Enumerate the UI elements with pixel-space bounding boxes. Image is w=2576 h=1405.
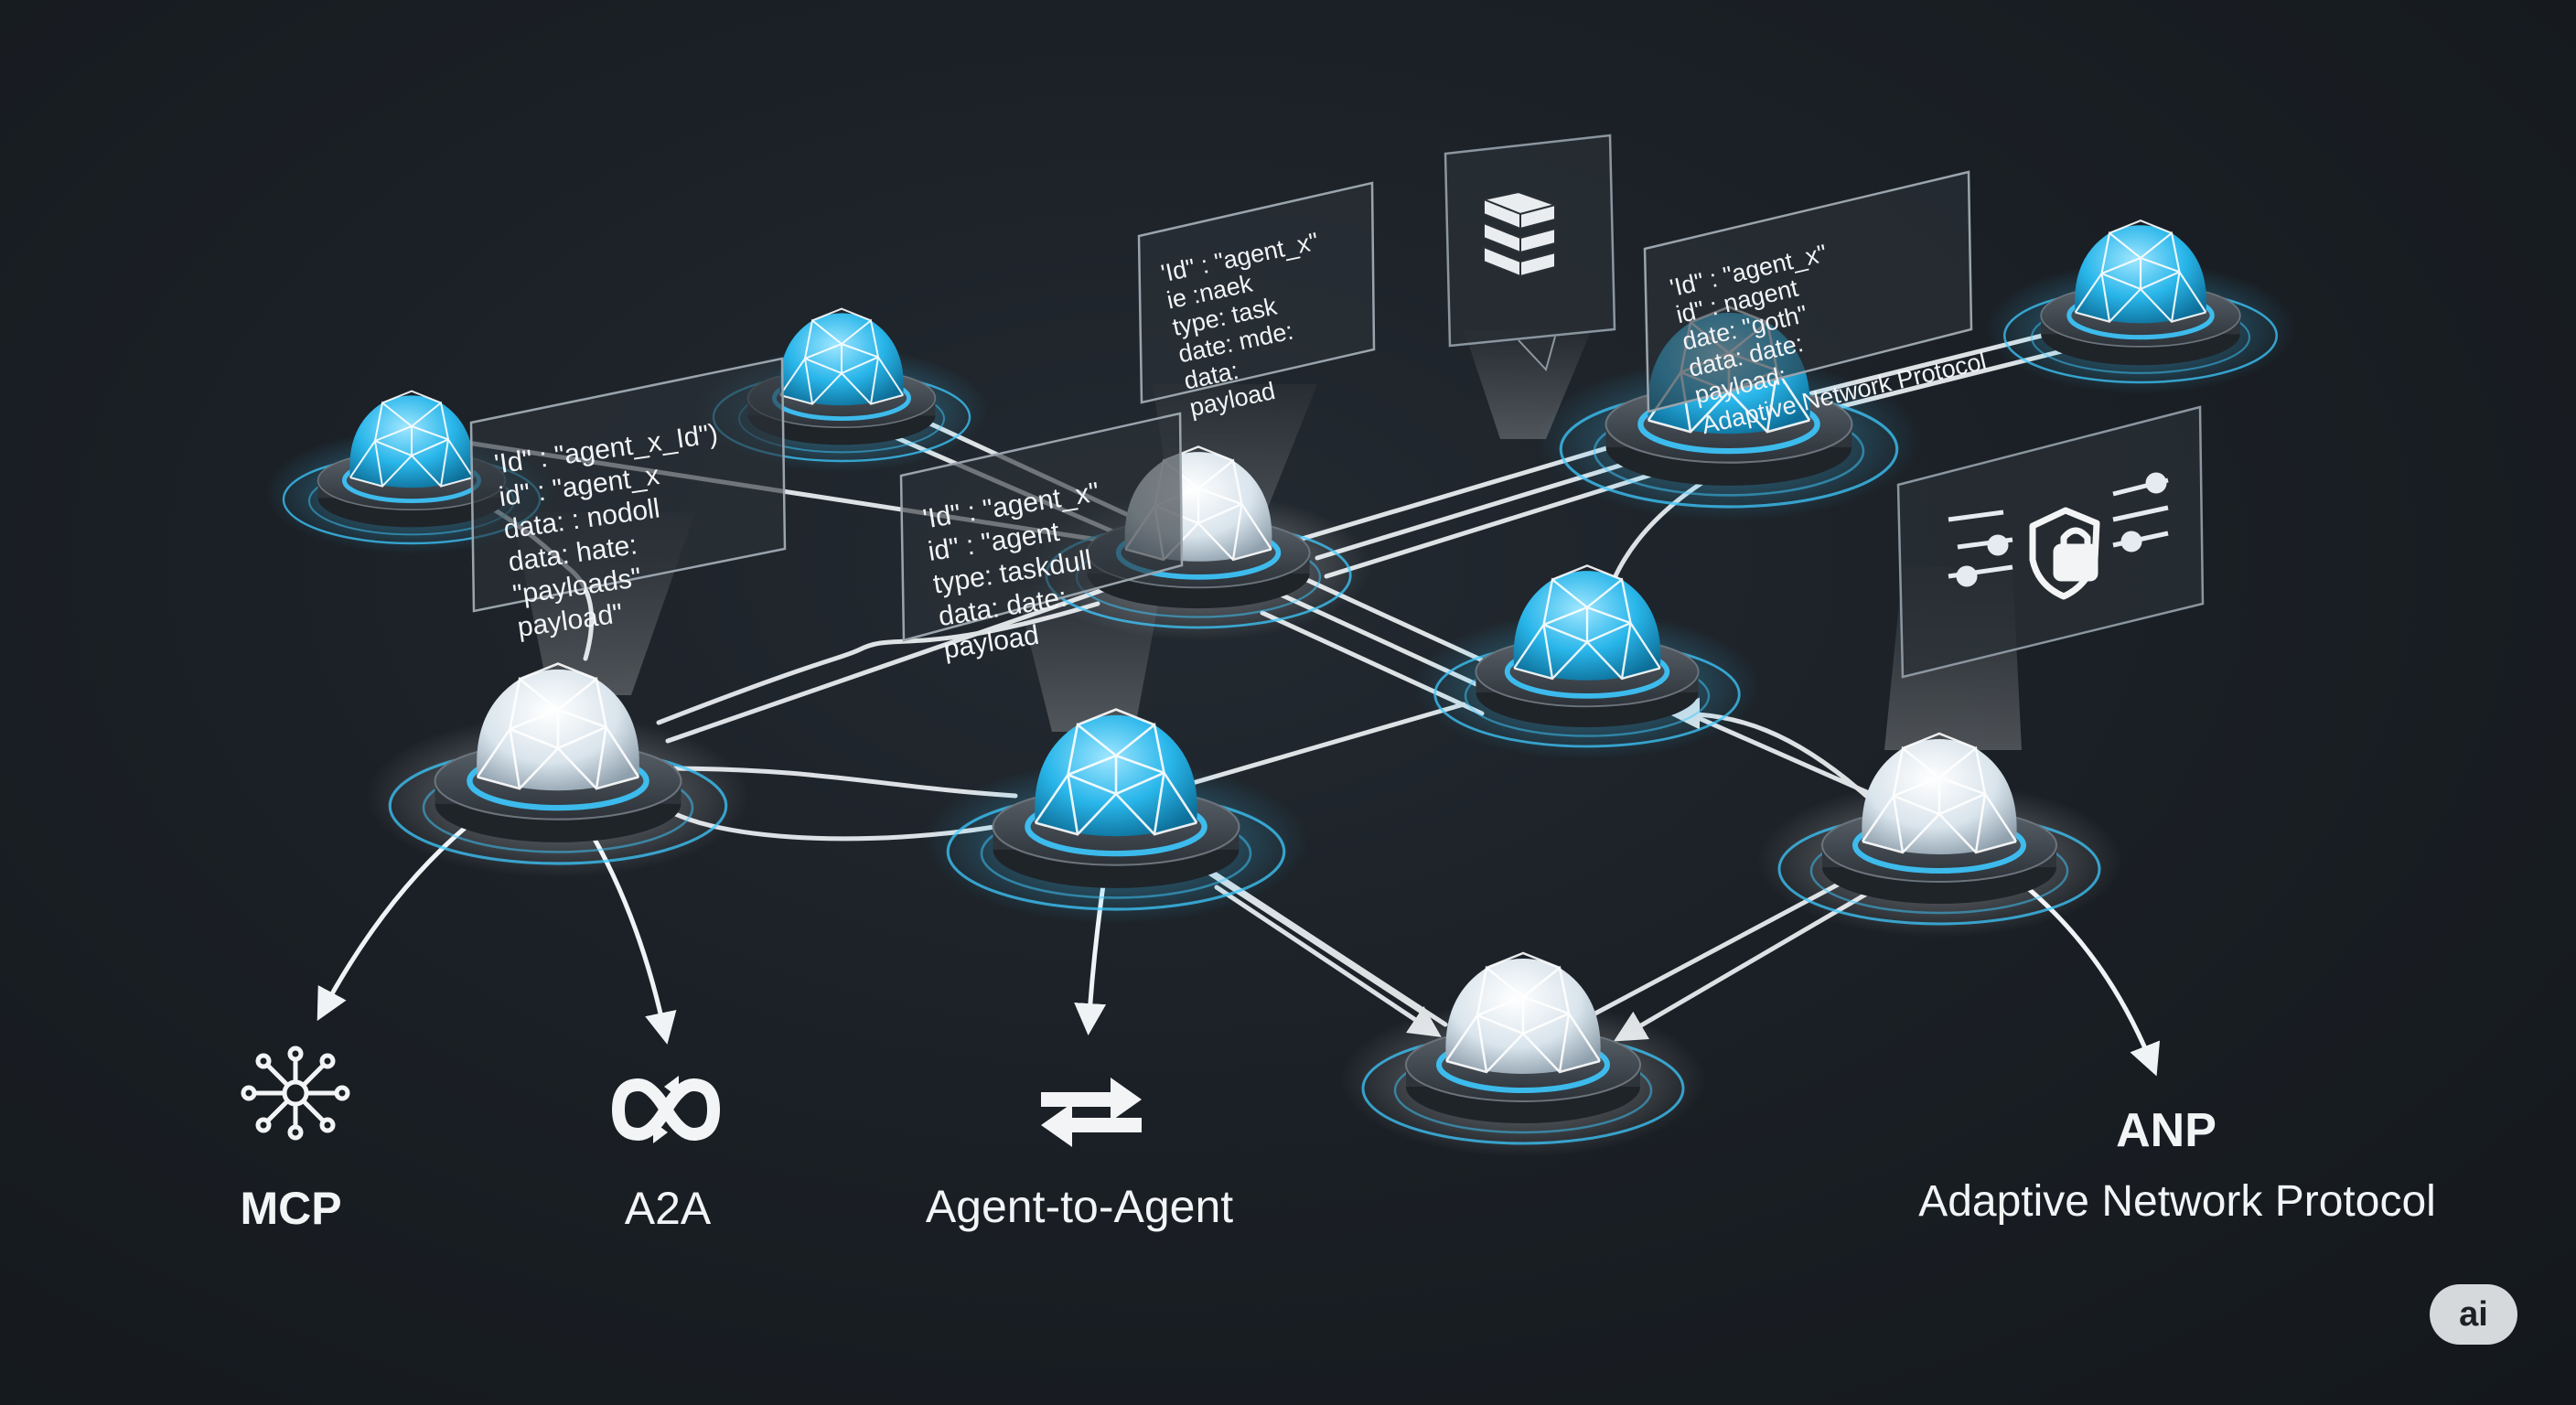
beam-server xyxy=(1464,329,1592,439)
legend-title-anp: ANP xyxy=(2116,1104,2216,1157)
node-middle xyxy=(924,708,1308,924)
node-right xyxy=(1756,732,2122,938)
node-mid-right xyxy=(1413,564,1761,760)
link-node-ml-node-center-b xyxy=(665,583,1119,744)
node-bottom xyxy=(1340,951,1706,1157)
server-stack-icon xyxy=(1480,190,1559,278)
slider-controls-icon xyxy=(1948,472,2169,587)
legend-subtitle-anp: Adaptive Network Protocol xyxy=(1918,1177,2436,1226)
data-panels: 'Id" : "agent_x_Id")id" : "agent_xdata: … xyxy=(469,170,1989,665)
infinity-loop-icon xyxy=(612,1076,720,1143)
server-panel xyxy=(1444,134,1616,371)
legend-title-mcp: MCP xyxy=(240,1183,342,1234)
shield-lock-icon xyxy=(2029,507,2100,600)
link-node-c-node-mr xyxy=(1177,702,1466,789)
panel-left: 'Id" : "agent_x_Id")id" : "agent_xdata: … xyxy=(469,357,787,643)
network-hub-icon xyxy=(241,1046,350,1141)
node-far-right xyxy=(1985,220,2296,394)
node-left xyxy=(366,662,750,878)
security-panel xyxy=(1896,405,2205,679)
legend-title-a2a: A2A xyxy=(624,1183,712,1234)
exchange-arrows-icon xyxy=(1041,1078,1142,1147)
ai-badge: ai xyxy=(2430,1284,2517,1345)
link-node-c-node-b-c xyxy=(1214,885,1442,1037)
legend-title-agent-to-agent: Agent-to-Agent xyxy=(925,1181,1234,1232)
